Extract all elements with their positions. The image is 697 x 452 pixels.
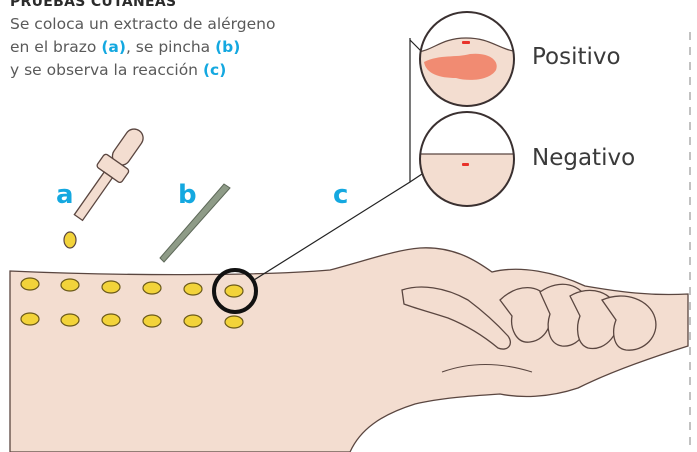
step-label-c: c bbox=[333, 180, 348, 210]
positive-reaction-icon bbox=[415, 12, 520, 110]
description-line-2-pre: en el brazo bbox=[10, 38, 101, 56]
positive-label: Positivo bbox=[532, 44, 621, 70]
description: Se coloca un extracto de alérgeno en el … bbox=[10, 13, 310, 82]
description-line-2-mid: , se pincha bbox=[126, 38, 215, 56]
negative-label: Negativo bbox=[532, 145, 635, 171]
page-title: PRUEBAS CUTÁNEAS bbox=[10, 0, 176, 10]
description-label-c: (c) bbox=[203, 61, 226, 79]
step-label-b: b bbox=[178, 180, 197, 210]
step-label-a: a bbox=[56, 180, 74, 210]
arm-and-hand bbox=[10, 248, 688, 452]
allergen-drop bbox=[64, 232, 76, 248]
negative-reaction-icon bbox=[415, 112, 520, 210]
dropper-icon bbox=[66, 122, 151, 226]
description-label-b: (b) bbox=[215, 38, 240, 56]
description-line-1: Se coloca un extracto de alérgeno bbox=[10, 15, 275, 33]
description-label-a: (a) bbox=[101, 38, 126, 56]
description-line-3-pre: y se observa la reacción bbox=[10, 61, 203, 79]
